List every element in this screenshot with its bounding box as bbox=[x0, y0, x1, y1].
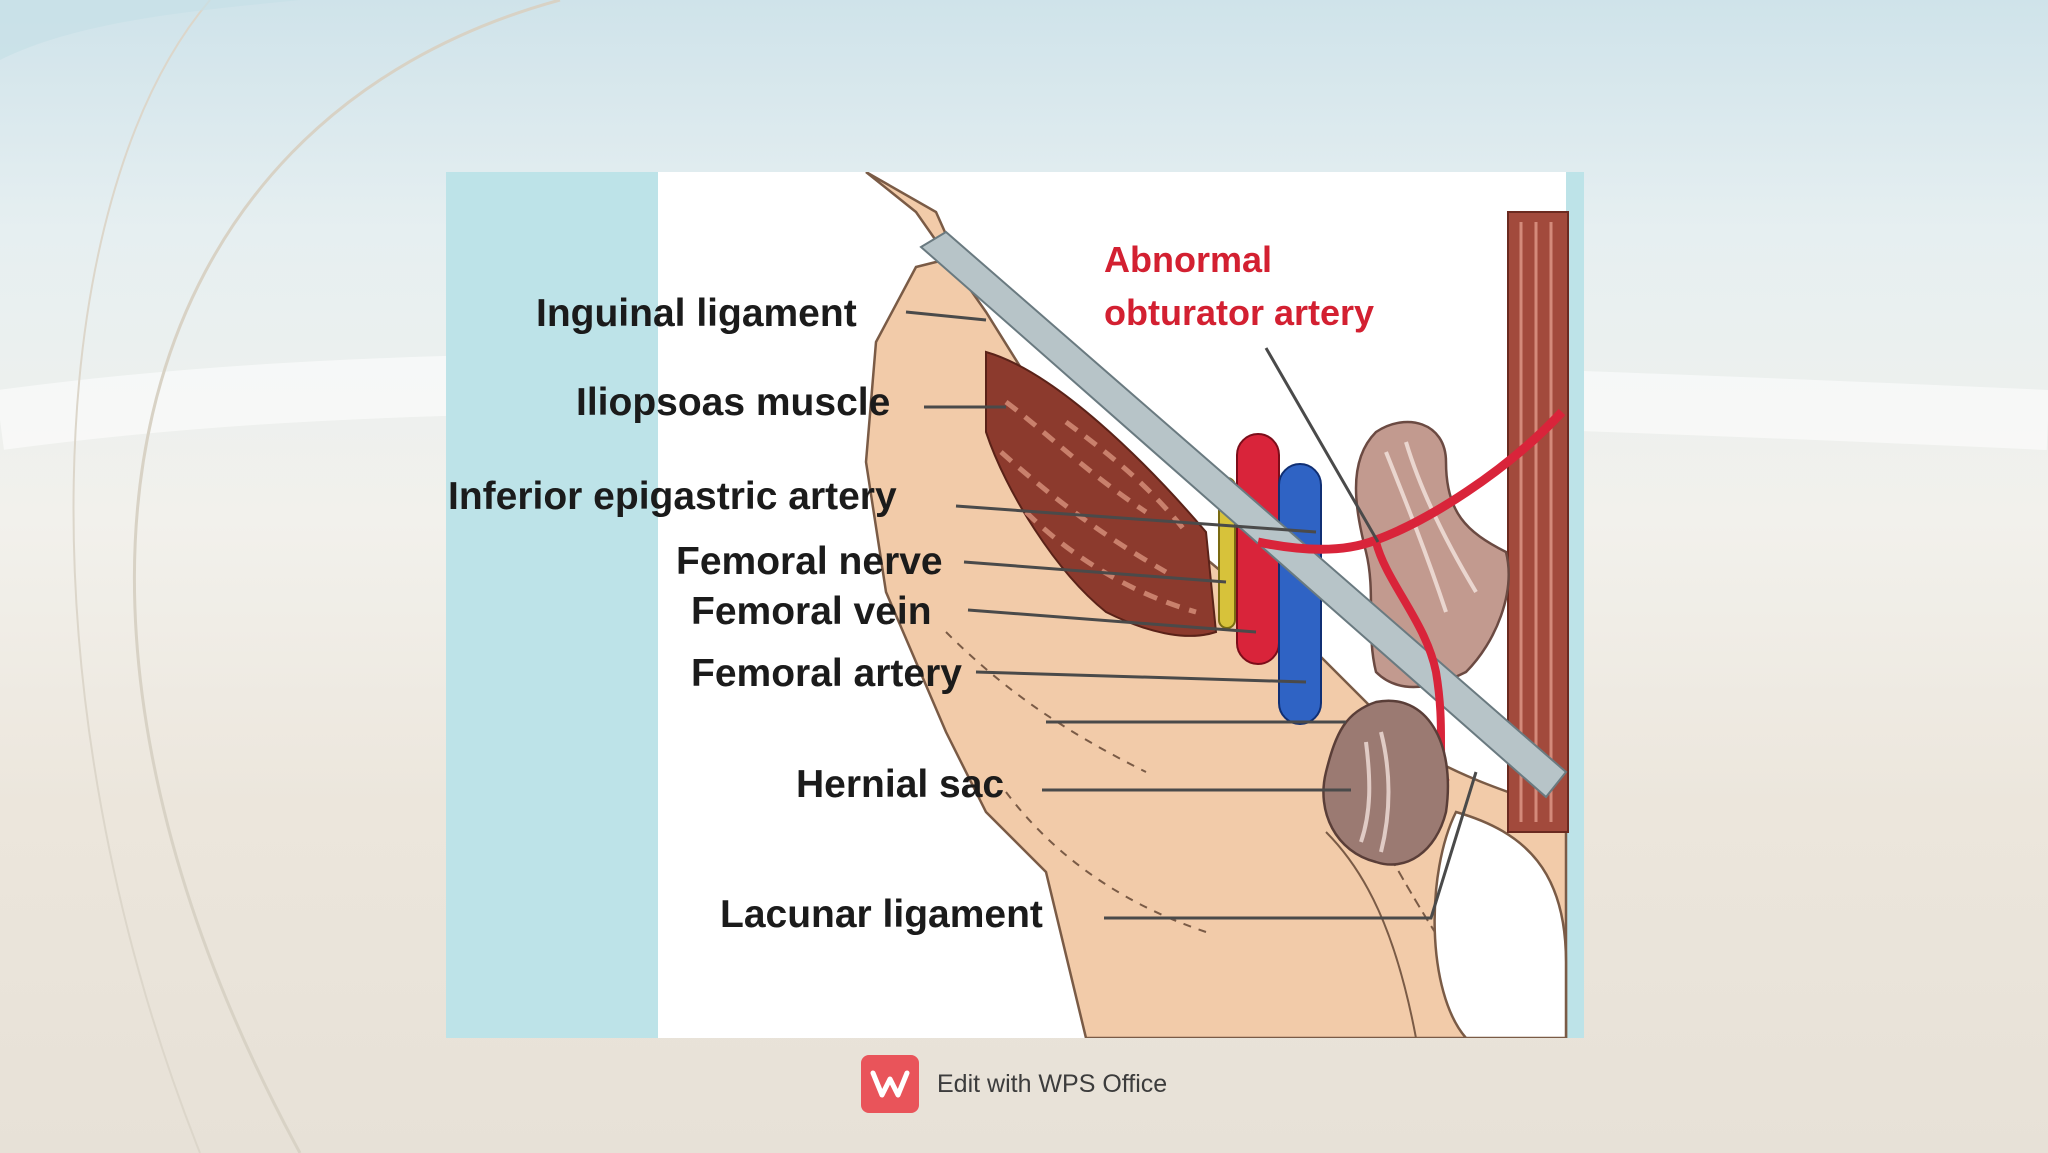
label-inferior-epigastric-artery: Inferior epigastric artery bbox=[448, 475, 897, 518]
bowel-loop bbox=[1354, 420, 1510, 689]
leader-epigastric bbox=[955, 504, 1317, 534]
leader-inguinal-ligament bbox=[905, 310, 987, 322]
edit-with-wps-office-label: Edit with WPS Office bbox=[937, 1069, 1168, 1098]
leader-lacunar bbox=[1104, 771, 1478, 920]
label-femoral-nerve: Femoral nerve bbox=[676, 540, 943, 583]
slide-strip-left bbox=[446, 172, 658, 1038]
leader-abnormal-obturator bbox=[1264, 347, 1380, 543]
label-femoral-vein: Femoral vein bbox=[691, 590, 932, 633]
label-obturator-artery: obturator artery bbox=[1104, 292, 1374, 333]
slide-image: Inguinal ligament Iliopsoas muscle Infer… bbox=[446, 172, 1584, 1038]
abnormal-obturator-artery bbox=[1257, 408, 1566, 554]
label-lacunar-ligament: Lacunar ligament bbox=[720, 893, 1043, 936]
wps-office-logo-icon bbox=[861, 1055, 919, 1113]
leader-femoral-vein bbox=[967, 608, 1257, 634]
label-femoral-artery: Femoral artery bbox=[691, 652, 962, 695]
label-hernial-sac: Hernial sac bbox=[796, 763, 1004, 806]
label-abnormal: Abnormal bbox=[1104, 239, 1272, 280]
leader-femoral-artery bbox=[975, 670, 1307, 684]
hernial-sac bbox=[1322, 699, 1450, 866]
inguinal-ligament-band bbox=[919, 230, 1568, 799]
leader-femoral-nerve bbox=[963, 560, 1227, 584]
slide-strip-right bbox=[1566, 172, 1584, 1038]
femoral-hernia-diagram: Inguinal ligament Iliopsoas muscle Infer… bbox=[448, 172, 1569, 1038]
edit-with-wps-office-button[interactable]: Edit with WPS Office bbox=[861, 1055, 1167, 1113]
label-inguinal-ligament: Inguinal ligament bbox=[536, 292, 857, 335]
label-iliopsoas-muscle: Iliopsoas muscle bbox=[576, 381, 890, 424]
